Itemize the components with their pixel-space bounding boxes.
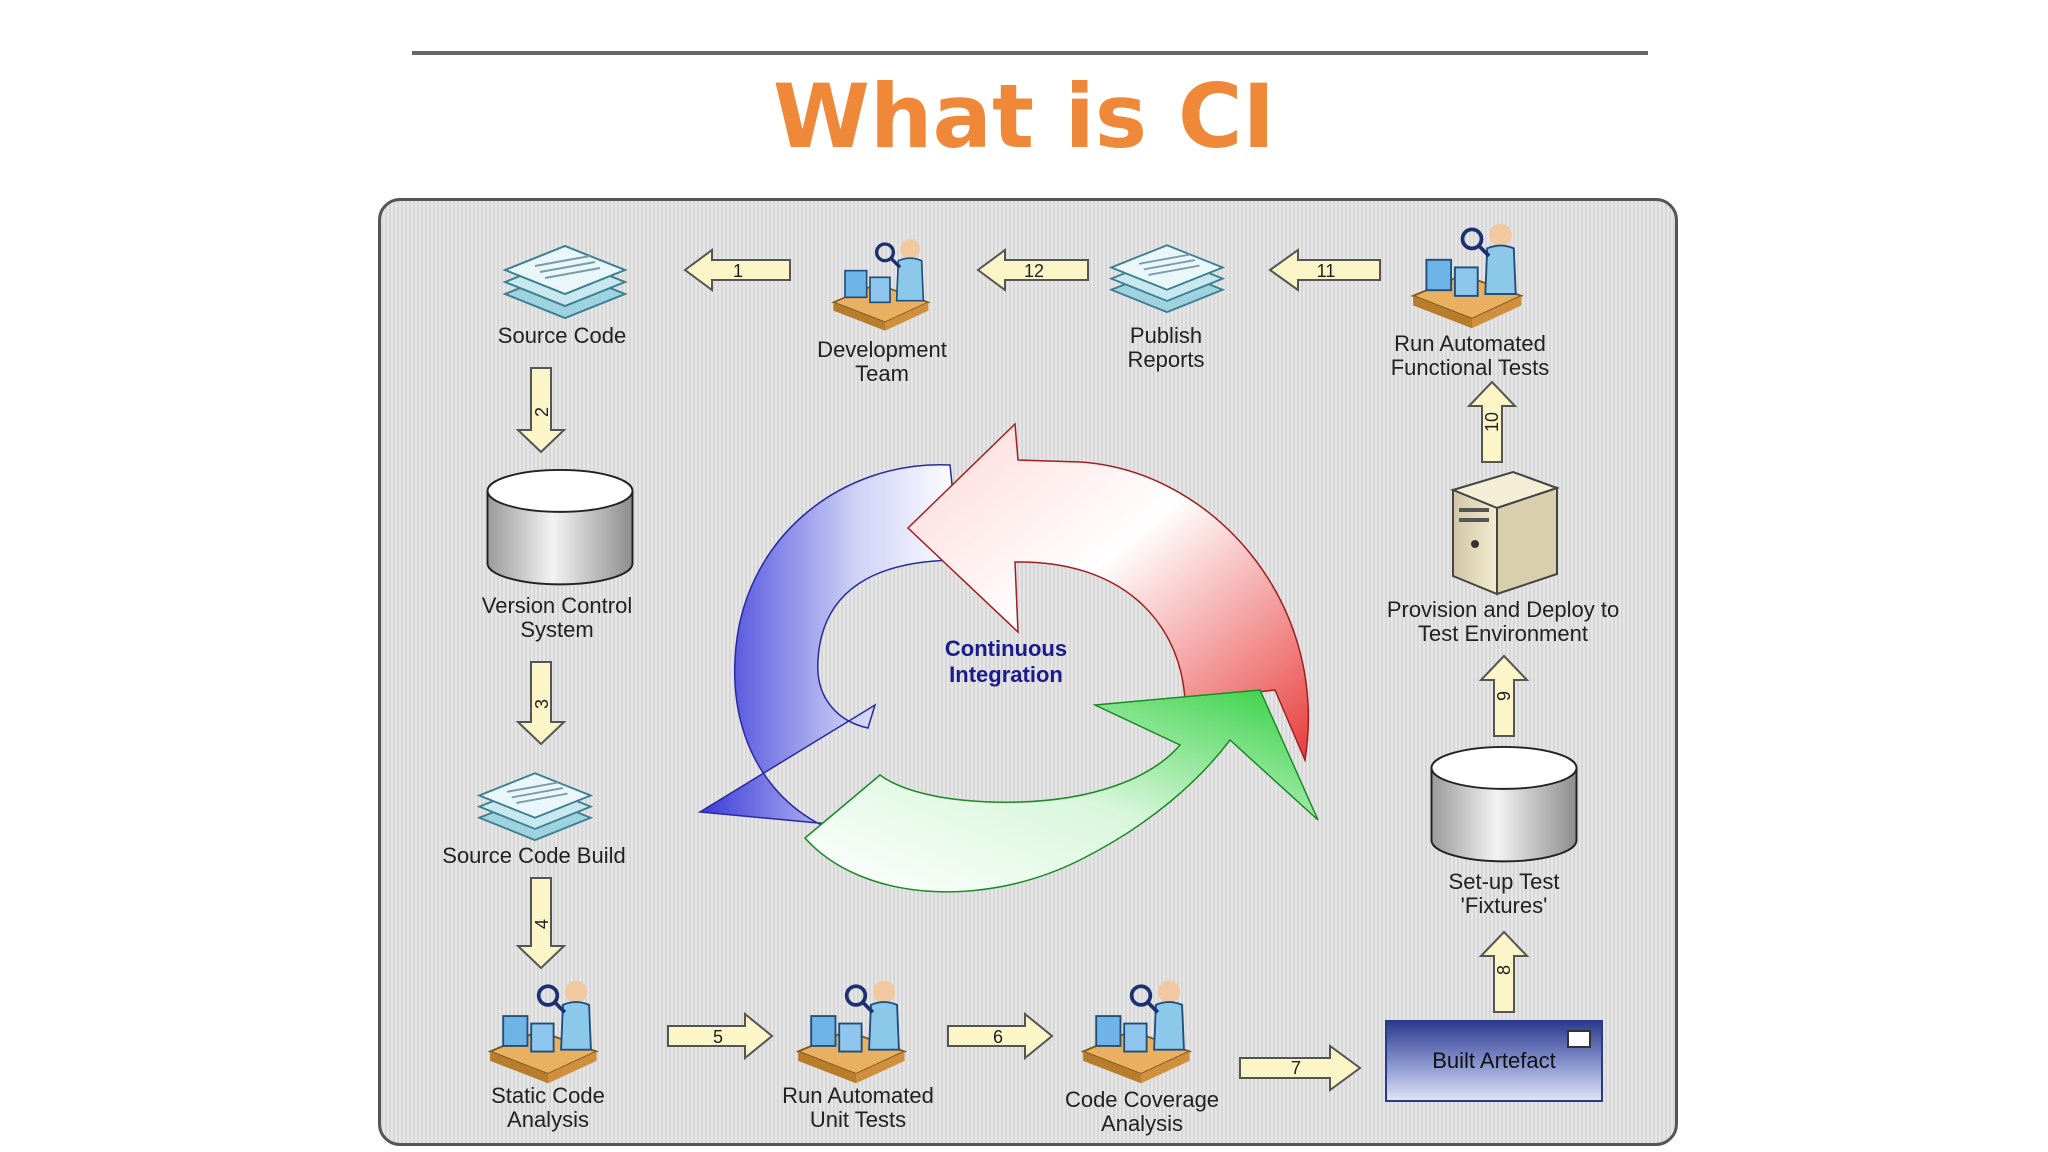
label-source-code-build: Source Code Build (442, 843, 626, 868)
step-arrow-4 (515, 877, 567, 970)
step-arrow-1 (683, 248, 791, 292)
step-number: 12 (1024, 261, 1044, 281)
source-code-icon (504, 245, 626, 319)
step-arrow-11 (1268, 248, 1381, 292)
publish-reports-icon (1110, 244, 1224, 314)
label-source-code: Source Code (497, 323, 627, 348)
functional-tests-icon (1411, 221, 1524, 331)
diagram-panel (378, 198, 1678, 1146)
cycle-arrow-green (803, 689, 1319, 893)
label-functional-tests: Run Automated Functional Tests (1390, 331, 1550, 380)
page-title: What is CI (772, 65, 1276, 168)
step-number: 6 (993, 1027, 1003, 1047)
step-number: 1 (733, 261, 743, 281)
step-number: 5 (713, 1027, 723, 1047)
step-arrow-6 (947, 1011, 1054, 1061)
step-number: 3 (532, 699, 552, 709)
step-arrow-9 (1478, 654, 1530, 737)
server-icon (1452, 471, 1558, 595)
label-fixtures: Set-up Test 'Fixtures' (1448, 869, 1560, 918)
step-arrow-3 (515, 661, 567, 746)
label-publish-reports: Publish Reports (1127, 323, 1205, 372)
step-arrow-7 (1239, 1044, 1362, 1092)
label-development-team: Development Team (817, 337, 947, 386)
version-control-disk-icon (486, 468, 634, 586)
step-arrows (515, 248, 1530, 1092)
label-unit-tests: Run Automated Unit Tests (782, 1083, 934, 1132)
component-icon (1567, 1030, 1591, 1048)
unit-tests-icon (796, 978, 907, 1086)
step-number: 4 (532, 919, 552, 929)
center-label: Continuous Integration (944, 636, 1068, 687)
source-code-build-icon (478, 772, 592, 842)
step-arrow-2 (515, 367, 567, 454)
static-analysis-icon (488, 978, 599, 1086)
development-team-icon (831, 237, 931, 333)
label-built-artefact: Built Artefact (1432, 1048, 1556, 1073)
step-number: 2 (532, 407, 552, 417)
step-number: 10 (1482, 412, 1502, 432)
label-provision: Provision and Deploy to Test Environment (1386, 597, 1620, 646)
label-coverage: Code Coverage Analysis (1064, 1087, 1220, 1136)
step-arrow-8 (1478, 930, 1530, 1013)
step-arrow-10 (1466, 380, 1518, 463)
fixtures-disk-icon (1430, 745, 1578, 863)
label-version-control: Version Control System (481, 593, 633, 642)
step-arrow-5 (667, 1011, 774, 1061)
step-number: 11 (1317, 261, 1336, 281)
coverage-icon (1081, 978, 1192, 1086)
step-arrow-12 (976, 248, 1089, 292)
title-rule (412, 51, 1648, 55)
step-number: 7 (1291, 1058, 1301, 1078)
step-number: 9 (1494, 691, 1514, 701)
built-artefact-box: Built Artefact (1385, 1020, 1603, 1102)
cycle-arrow-red (906, 422, 1310, 763)
step-number: 8 (1494, 965, 1514, 975)
label-static-analysis: Static Code Analysis (491, 1083, 605, 1132)
